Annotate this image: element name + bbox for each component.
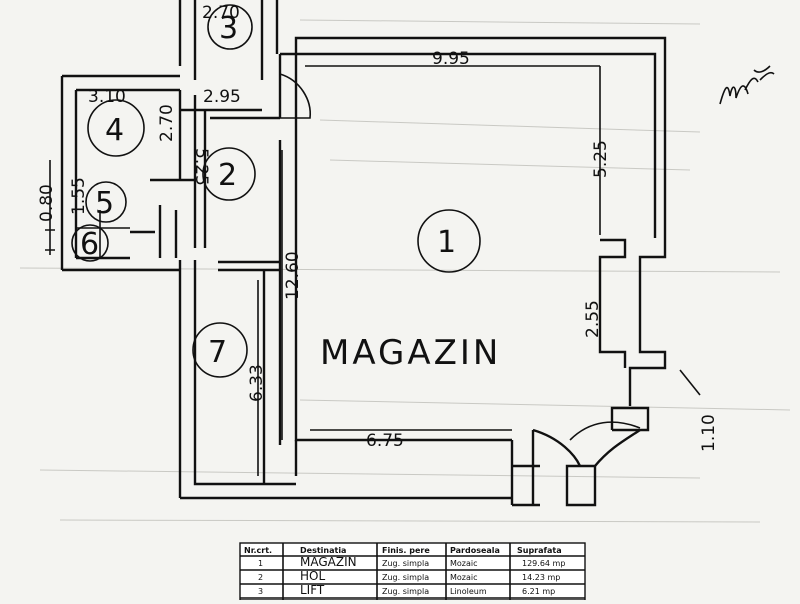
dim-room5-side: 0.80: [37, 184, 57, 222]
table-row-2-destinatia: HOL: [300, 569, 325, 583]
table-row-3-destinatia: LIFT: [300, 583, 325, 597]
table-header-nr: Nr.crt.: [244, 546, 272, 555]
left-rooms-walls: [45, 0, 311, 272]
dim-window-height: 2.55: [583, 300, 603, 338]
room-number-4: 4: [105, 113, 124, 148]
dim-lift-width: 2.70: [202, 3, 240, 23]
rooms-table: Nr.crt. Destinatia Finis. pere Pardoseal…: [239, 542, 586, 601]
table-row-2-nr: 2: [258, 573, 263, 582]
dim-door-height: 1.10: [699, 414, 719, 452]
scan-noise: [19, 19, 791, 523]
room-number-2: 2: [218, 158, 237, 193]
room-circle-7: [192, 322, 248, 378]
room-markers: 1 2 3 4 5 6 7: [71, 4, 481, 378]
room-circle-5: [85, 181, 127, 223]
table-row-2-pardoseala: Mozaic: [450, 573, 478, 582]
table-row-1-destinatia: MAGAZIN: [300, 555, 357, 569]
room-circle-2: [202, 147, 256, 201]
room-number-7: 7: [208, 335, 227, 370]
table-frame: [239, 542, 586, 601]
room-circle-1: [417, 209, 481, 273]
table-row-3-pardoseala: Linoleum: [450, 587, 487, 596]
table-row-1-finisaje: Zug. simpla: [382, 559, 429, 568]
room-number-5: 5: [95, 186, 114, 221]
table-row-2-finisaje: Zug. simpla: [382, 573, 429, 582]
dim-bottom-width: 6.75: [366, 431, 404, 451]
dimension-lines: [257, 65, 701, 476]
plan-title: MAGAZIN: [320, 333, 501, 373]
dimension-labels: 2.70 9.95 3.10 2.95 2.70 5.25 5.25 0.80 …: [37, 3, 719, 452]
dim-magazin-height: 12.60: [283, 251, 303, 300]
table-row-3-suprafata: 6.21 mp: [522, 587, 555, 596]
table-header-destinatia: Destinatia: [300, 546, 346, 555]
room-circle-6: [71, 224, 109, 262]
magazin-walls: [178, 36, 667, 507]
room-circle-4: [87, 99, 145, 157]
room-number-1: 1: [437, 225, 456, 260]
dim-magazin-width: 9.95: [432, 49, 470, 69]
dim-upper-right-height: 5.25: [591, 140, 611, 178]
signature-mark: [719, 65, 775, 105]
table-row-1-pardoseala: Mozaic: [450, 559, 478, 568]
dim-room4-height: 2.70: [157, 104, 177, 142]
table-row-2-suprafata: 14.23 mp: [522, 573, 560, 582]
dim-hol-height: 5.25: [191, 148, 211, 186]
table-row-1-nr: 1: [258, 559, 263, 568]
room-number-3: 3: [219, 11, 238, 46]
room-circle-3: [207, 4, 253, 50]
room-number-6: 6: [80, 227, 99, 262]
dim-room5-height: 1.55: [69, 177, 89, 215]
table-header-finisaje: Finis. pere: [382, 546, 430, 555]
dim-corridor-width: 2.95: [203, 87, 241, 107]
dim-room7-height: 6.33: [247, 364, 267, 402]
table-header-pardoseala: Pardoseala: [450, 546, 500, 555]
table-row-3-finisaje: Zug. simpla: [382, 587, 429, 596]
table-row-1-suprafata: 129.64 mp: [522, 559, 565, 568]
dim-room4-width: 3.10: [88, 87, 126, 107]
table-row-3-nr: 3: [258, 587, 263, 596]
table-header-suprafata: Suprafata: [517, 546, 562, 555]
